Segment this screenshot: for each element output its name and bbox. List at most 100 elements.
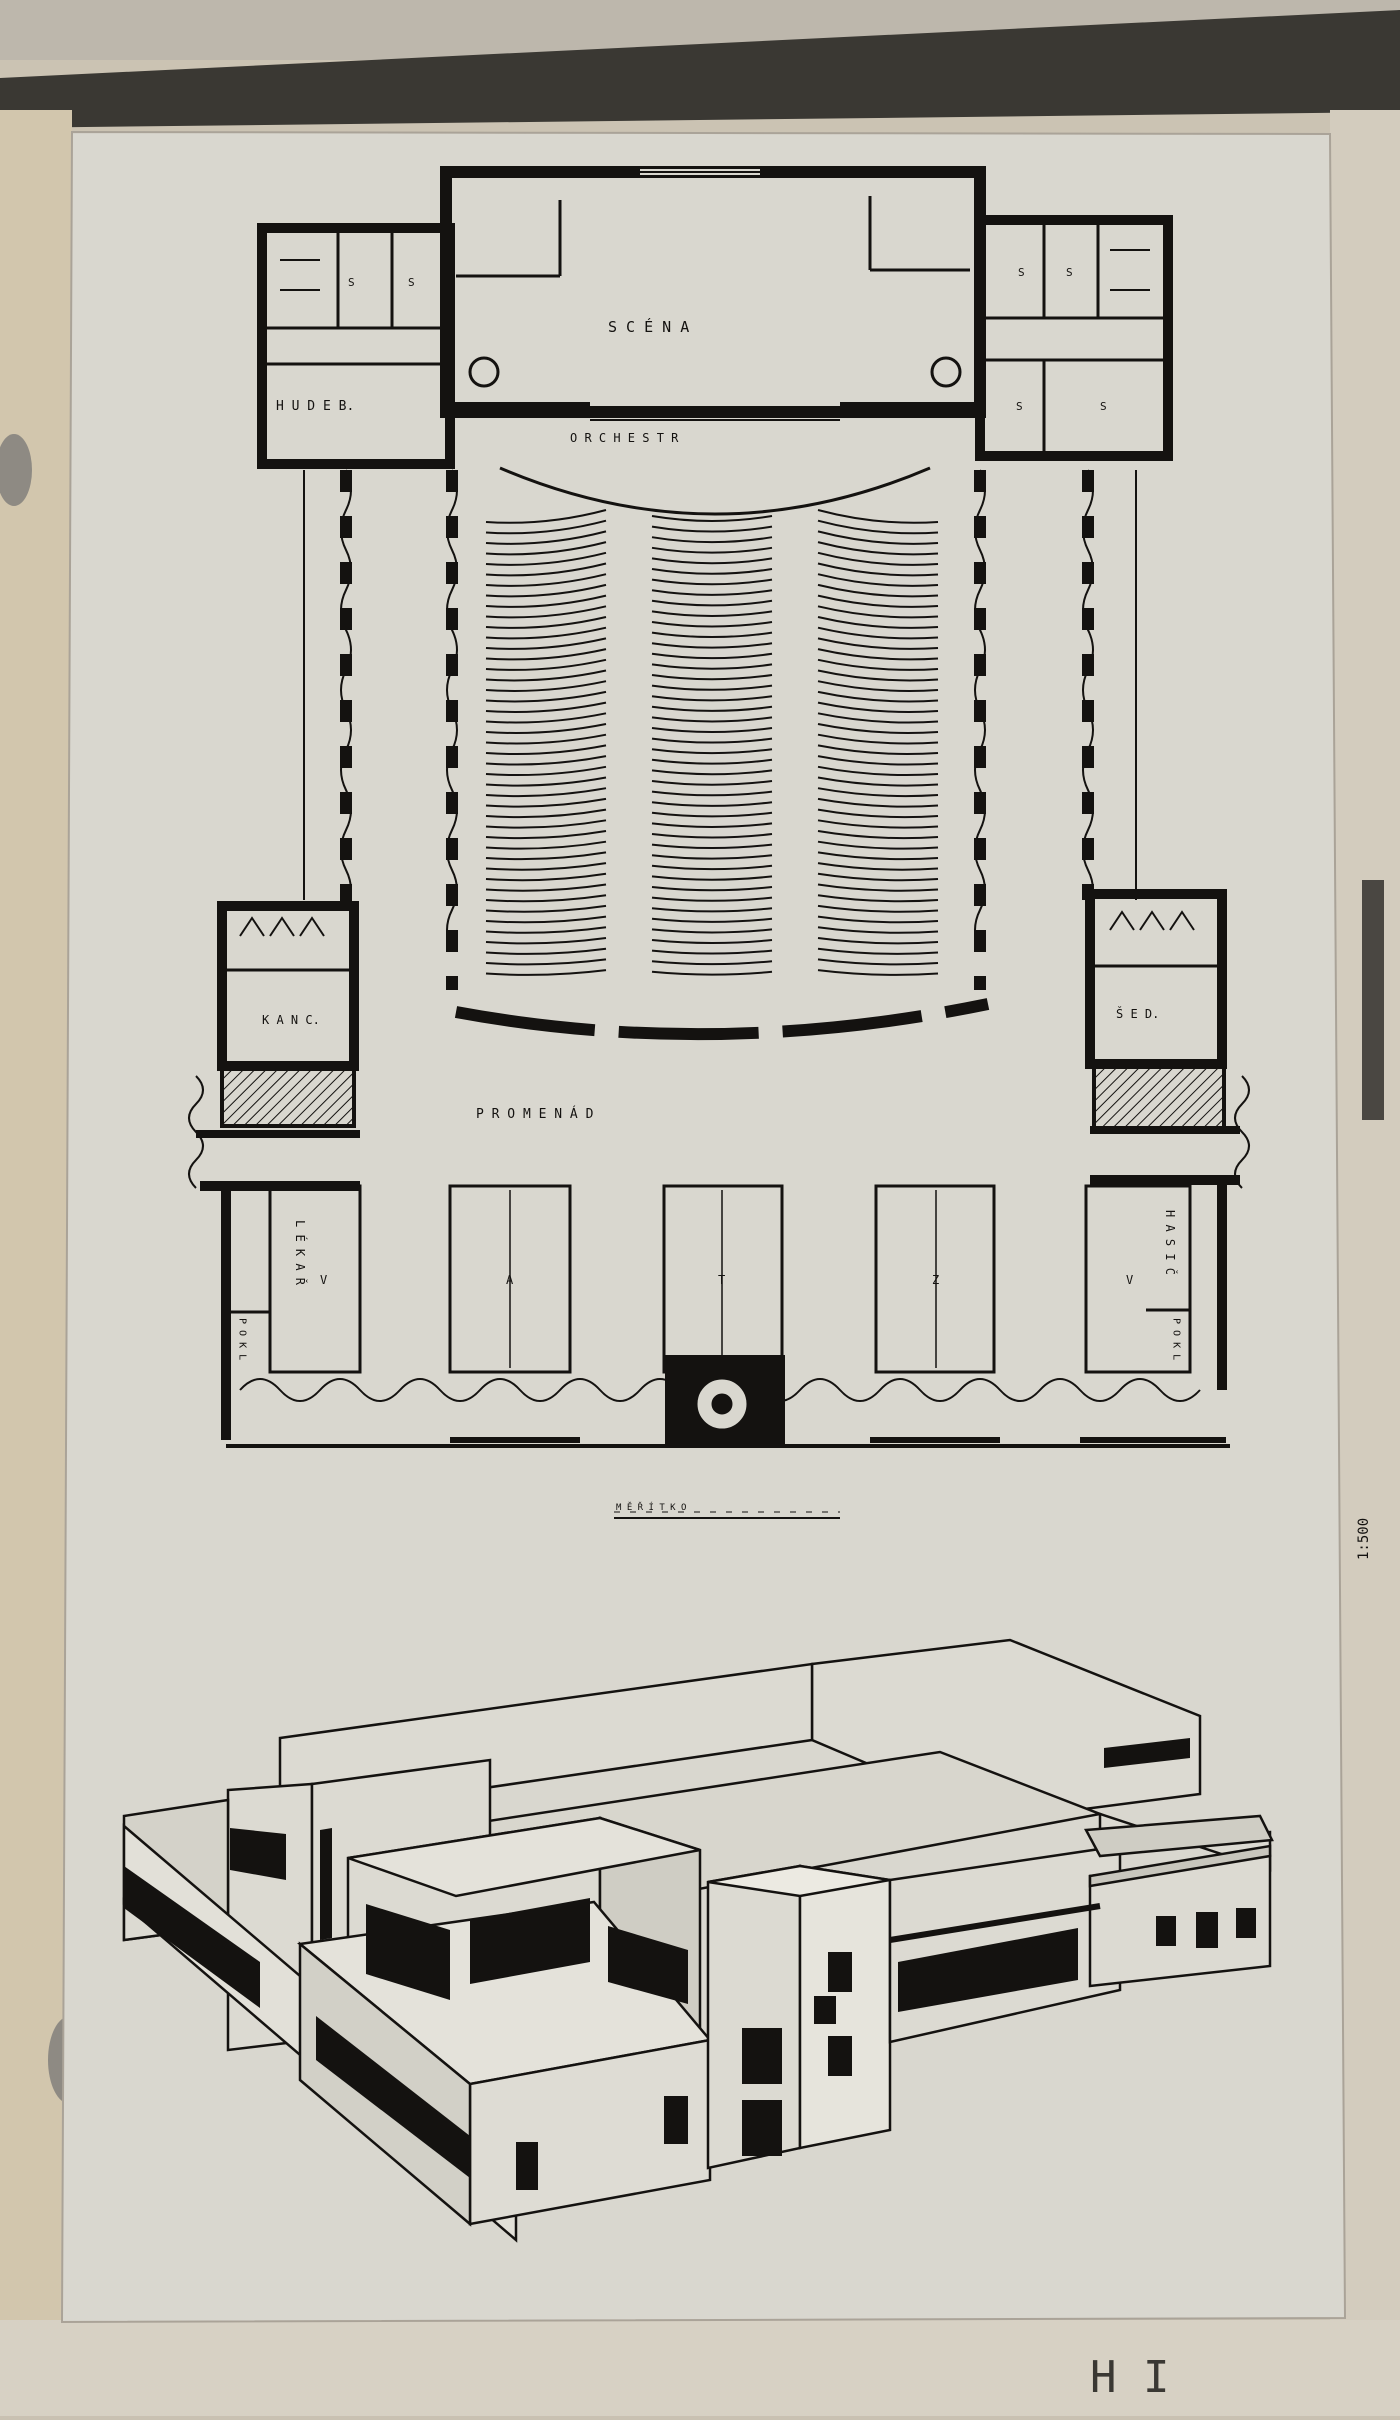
seat-row [485,808,607,819]
seat-row [651,705,773,712]
seat-row [485,840,607,850]
label-stage: S C É N A [608,317,689,336]
label-orchestra: O R C H E S T R [570,431,679,445]
seat-row [485,883,607,892]
label-dressing-room: H U D E B. [276,399,354,414]
seat-row [485,551,607,566]
seat-row [817,947,939,955]
label-office: K A N C. [262,1013,320,1027]
seat-row [651,970,773,976]
seat-row [817,669,939,682]
seat-row [817,787,939,798]
seat-row [651,917,773,923]
seat-row [817,658,939,671]
seat-row [817,519,939,535]
axonometric-windows [124,1738,1256,2190]
seat-row [651,727,773,733]
seat-row [485,947,607,955]
seat-row [485,797,607,808]
seat-row [651,854,773,860]
seat-row [485,926,607,934]
label-cloak-c: Z [932,1273,939,1287]
seat-row [485,701,607,713]
seat-row [485,787,607,798]
seat-row [485,969,607,976]
label-room-s3: S [1018,266,1025,279]
seat-row [651,811,773,818]
seat-row [817,530,939,545]
seat-row [817,883,939,892]
seat-row [651,769,773,776]
bottom-handwriting: H I [1090,2352,1169,2403]
seat-row [485,680,607,692]
seat-row [651,674,773,681]
seat-row [817,862,939,871]
seat-row [651,748,773,755]
label-room-s5: S [1016,400,1023,413]
seat-row [485,712,607,724]
seat-row [817,712,939,724]
seat-row [485,915,607,924]
seat-row [651,790,773,797]
seat-row [485,669,607,682]
seat-row [817,894,939,903]
right-office-block [1085,889,1227,1130]
label-promenade: P R O M E N Á D [476,1106,594,1122]
seat-row [485,723,607,734]
seat-row [485,583,607,598]
seating-rows [485,509,939,976]
seat-row [817,830,939,840]
label-cloak-b: T [718,1273,725,1287]
seat-row [817,583,939,598]
label-room-s6: S [1100,400,1107,413]
seat-row [485,819,607,829]
seat-row [817,648,939,661]
seat-row [817,937,939,945]
seat-row [651,663,773,670]
seat-row [485,744,607,756]
floor-plan [188,166,1250,1519]
seat-row [651,939,773,944]
label-cloak-d: V [1126,1273,1133,1287]
seat-row [485,658,607,671]
seat-row [817,690,939,703]
seat-row [651,536,773,544]
seat-row [485,765,607,777]
seat-row [485,904,607,913]
seat-row [485,626,607,640]
seat-row [817,819,939,829]
seat-row [651,737,773,744]
front-wing [200,1175,1240,1448]
seat-row [485,958,607,966]
seat-row [485,605,607,619]
seat-row [651,578,773,586]
right-dressing-rooms [975,215,1173,461]
seat-row [651,907,773,913]
label-room-s4: S [1066,266,1073,279]
seat-row [817,969,939,976]
seat-row [651,822,773,828]
seat-row [817,872,939,882]
seat-row [817,904,939,913]
seat-row [817,551,939,566]
label-cloak-e: V [320,1273,327,1287]
seat-row [485,519,607,535]
seat-row [485,509,607,524]
seat-row [817,701,939,713]
left-office-block [217,901,359,1128]
seat-row [485,573,607,587]
seat-row [817,840,939,850]
seat-row [651,557,773,565]
seat-row [651,515,773,522]
seat-row [817,541,939,556]
seat-row [817,755,939,766]
seat-row [651,525,773,533]
auditorium-walls [340,470,1094,990]
seat-row [651,631,773,639]
label-cloak-a: A [506,1273,514,1287]
seat-row [651,801,773,807]
seat-row [817,851,939,861]
seat-row [485,690,607,703]
label-scale: M Ě Ř Í T K O [616,1501,686,1513]
